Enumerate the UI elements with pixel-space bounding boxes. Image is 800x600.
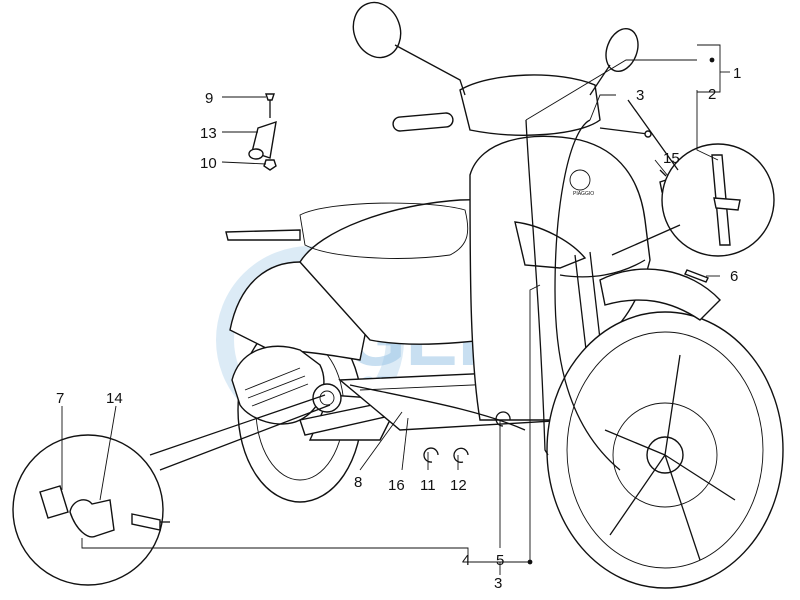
callout-6: 6	[730, 268, 738, 285]
leader-dots	[527, 57, 715, 565]
callout-14: 14	[106, 390, 123, 407]
leader-lines	[61, 44, 730, 575]
callout-3-top: 3	[636, 87, 644, 104]
callout-4: 4	[462, 552, 470, 569]
callout-11: 11	[420, 477, 436, 494]
callout-5: 5	[496, 552, 504, 569]
callout-8: 8	[354, 474, 362, 491]
callout-16: 16	[388, 477, 405, 494]
callout-10: 10	[200, 155, 217, 172]
callout-1: 1	[733, 65, 741, 82]
callout-15: 15	[663, 150, 680, 167]
circlips	[423, 411, 511, 463]
callout-9: 9	[205, 90, 213, 107]
detail-circle-lower	[12, 394, 331, 586]
callout-12: 12	[450, 477, 467, 494]
callout-13: 13	[200, 125, 217, 142]
cables	[349, 119, 646, 471]
handlebar	[392, 74, 652, 138]
front-wheel	[546, 251, 784, 589]
brand-decal: PIAGGIO	[573, 191, 594, 197]
front-fender	[599, 268, 721, 321]
callout-7: 7	[56, 390, 64, 407]
bolt-bracket-parts	[248, 93, 277, 171]
pin-part-6	[684, 269, 709, 283]
callout-labels: 1 2 3 3 4 5 6 7 8 9 10 11 12 13 14 15 16	[56, 65, 741, 592]
detail-circle-upper	[611, 99, 775, 257]
mirrors	[352, 1, 639, 96]
callout-2: 2	[708, 86, 716, 103]
callout-3-bottom: 3	[494, 575, 502, 592]
